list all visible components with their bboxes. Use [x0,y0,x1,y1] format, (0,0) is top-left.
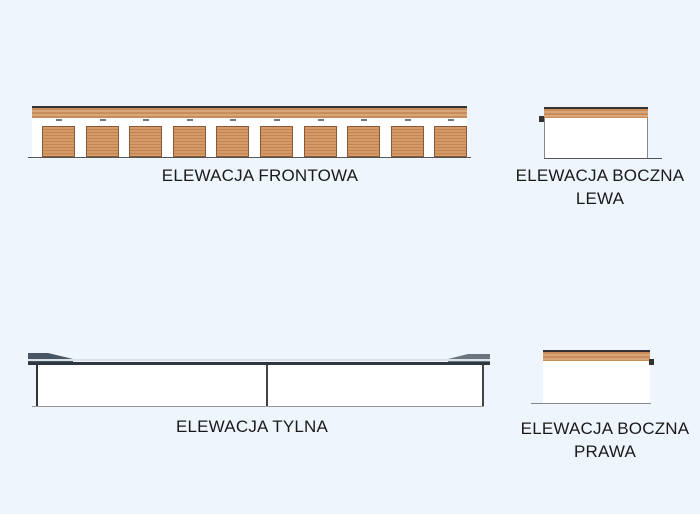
left-wall [544,118,648,158]
right-brick-band [543,352,650,361]
wall-lamp-icon [230,119,237,121]
wall-lamp-icon [404,119,411,121]
front-ground-line [28,157,471,158]
garage-door [303,126,337,157]
wall-lamp-icon [143,119,150,121]
wall-lamp-icon [361,119,368,121]
garage-door [260,126,293,157]
left-side-elevation [539,107,662,159]
wall-lamp-icon [274,119,280,121]
rear-roof-left-slope [28,353,73,364]
garage-door [390,126,424,157]
front-elevation-label: ELEWACJA FRONTOWA [161,166,359,185]
garage-door [347,126,381,157]
left-brick-band [544,109,648,118]
left-side-label-line1: ELEWACJA BOCZNA [515,166,685,185]
garage-door [129,126,163,157]
left-roof-line [544,107,648,109]
front-roof-line [32,106,467,108]
right-side-elevation [531,350,654,404]
right-roof-line [543,350,650,352]
rear-left-post [36,365,38,407]
wall-lamp-icon [448,119,455,121]
rear-roof-edge [28,362,490,365]
garage-door [85,126,119,157]
wall-lamp-icon [186,119,193,121]
garage-door [172,126,206,157]
left-gutter [539,116,544,122]
garage-door [216,126,250,157]
right-wall [543,361,650,403]
right-side-label-line1: ELEWACJA BOCZNA [520,419,690,438]
right-gutter [649,359,654,365]
rear-middle-post [266,365,268,407]
rear-elevation [28,352,490,407]
rear-elevation-label: ELEWACJA TYLNA [175,417,329,436]
front-elevation [28,106,471,158]
right-ground-line [531,403,651,404]
garage-door [434,126,468,157]
rear-wall [36,365,482,406]
front-brick-band [32,108,467,118]
rear-roof [28,353,490,365]
rear-ground-line [32,406,484,407]
wall-lamp-icon [99,119,106,121]
left-side-label-line2: LEWA [575,189,625,208]
rear-right-post [482,365,484,407]
wall-lamp-icon [56,119,62,121]
left-ground-line [544,158,662,159]
right-side-label-line2: PRAWA [573,442,637,461]
rear-roof-fascia [28,359,490,361]
wall-lamp-icon [317,119,324,121]
garage-door [42,126,75,157]
